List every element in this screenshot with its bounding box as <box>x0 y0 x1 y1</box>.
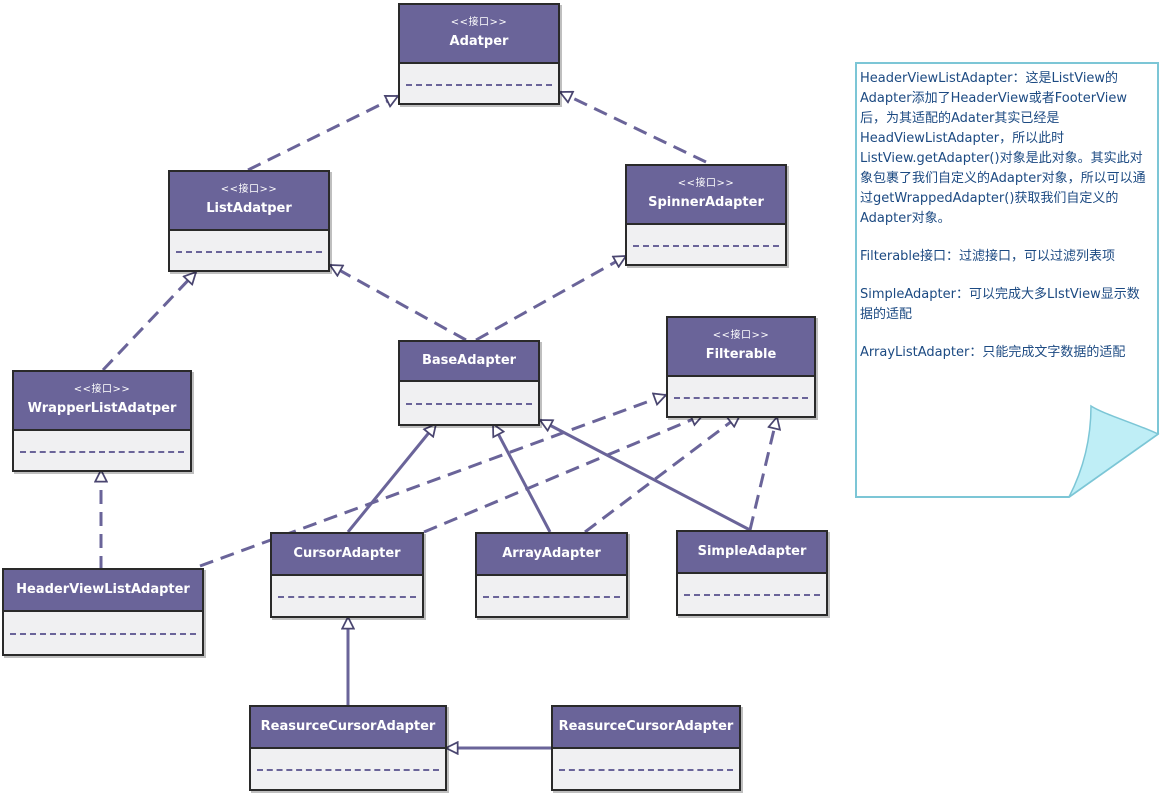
class-name: SimpleAdapter <box>697 544 807 559</box>
base-implements-listadapter <box>330 263 467 342</box>
class-name: ListAdatper <box>206 201 292 216</box>
cursor-extends-base <box>346 424 436 533</box>
class-header: ArrayAdapter <box>477 534 626 576</box>
class-header: HeaderViewListAdapter <box>4 570 202 612</box>
note-paragraph: SimpleAdapter：可以完成大多LIstView显示数据的适配 <box>860 287 1140 322</box>
spinner-implements-adapter <box>560 90 707 164</box>
class-array-adapter[interactable]: ArrayAdapter <box>475 532 628 618</box>
class-name: CursorAdapter <box>293 546 401 561</box>
class-name: Adatper <box>449 34 509 49</box>
note-paragraph: Filterable接口：过滤接口，可以过滤列表项 <box>860 249 1116 264</box>
class-header: <<接口>> ListAdatper <box>170 172 328 231</box>
header-implements-filterable <box>199 395 666 568</box>
class-body <box>251 749 445 789</box>
class-wrapper-list-adapter[interactable]: <<接口>> WrapperListAdatper <box>12 370 192 472</box>
class-header: ReasurceCursorAdapter <box>553 707 739 749</box>
wrapper-implements-listadapter <box>101 272 196 372</box>
class-name: ReasurceCursorAdapter <box>558 719 734 734</box>
class-cursor-adapter[interactable]: CursorAdapter <box>270 532 424 618</box>
note-shape <box>855 62 1160 498</box>
note-text: HeaderViewListAdapter：这是ListView的Adapter… <box>860 69 1152 381</box>
class-name: ReasurceCursorAdapter <box>260 719 436 734</box>
class-name: ArrayAdapter <box>502 546 601 561</box>
class-header: SimpleAdapter <box>678 532 826 574</box>
class-name: Filterable <box>705 347 777 362</box>
note-paragraph: ArrayListAdapter：只能完成文字数据的适配 <box>860 345 1126 360</box>
class-reasurce-cursor-adapter-2[interactable]: ReasurceCursorAdapter <box>551 705 741 791</box>
note-paragraph: HeaderViewListAdapter：这是ListView的Adapter… <box>860 71 1146 226</box>
simple-extends-base <box>540 418 751 532</box>
stereotype-label: <<接口>> <box>677 178 735 189</box>
class-body <box>627 225 785 264</box>
class-spinner-adapter[interactable]: <<接口>> SpinnerAdapter <box>625 164 787 266</box>
cursor-implements-filterable <box>423 415 703 534</box>
simple-implements-filterable <box>748 417 777 531</box>
class-body <box>400 64 558 103</box>
class-header: <<接口>> Filterable <box>668 318 814 377</box>
listadapter-implements-adapter <box>247 94 398 172</box>
class-body <box>678 574 826 614</box>
class-filterable[interactable]: <<接口>> Filterable <box>666 316 816 418</box>
class-name: WrapperListAdatper <box>27 401 177 416</box>
class-header: CursorAdapter <box>272 534 422 576</box>
class-body <box>272 576 422 616</box>
class-name: BaseAdapter <box>421 353 517 368</box>
class-body <box>4 612 202 654</box>
class-header: ReasurceCursorAdapter <box>251 707 445 749</box>
class-base-adapter[interactable]: BaseAdapter <box>398 340 540 426</box>
stereotype-label: <<接口>> <box>450 17 508 28</box>
class-header: <<接口>> SpinnerAdapter <box>627 166 785 225</box>
array-extends-base <box>491 424 552 533</box>
base-implements-spinner <box>475 254 626 342</box>
class-body <box>400 382 538 424</box>
class-body <box>477 576 626 616</box>
class-name: SpinnerAdapter <box>648 195 764 210</box>
class-simple-adapter[interactable]: SimpleAdapter <box>676 530 828 616</box>
class-adapter[interactable]: <<接口>> Adatper <box>398 3 560 105</box>
class-body <box>668 377 814 416</box>
stereotype-label: <<接口>> <box>73 384 131 395</box>
class-body <box>553 749 739 789</box>
class-body <box>14 431 190 470</box>
class-header: BaseAdapter <box>400 342 538 382</box>
class-reasurce-cursor-adapter-1[interactable]: ReasurceCursorAdapter <box>249 705 447 791</box>
stereotype-label: <<接口>> <box>712 330 770 341</box>
class-list-adapter[interactable]: <<接口>> ListAdatper <box>168 170 330 272</box>
class-body <box>170 231 328 270</box>
class-header: <<接口>> WrapperListAdatper <box>14 372 190 431</box>
class-name: HeaderViewListAdapter <box>16 582 190 597</box>
array-implements-filterable <box>584 413 740 534</box>
note-box: HeaderViewListAdapter：这是ListView的Adapter… <box>855 62 1160 498</box>
class-header: <<接口>> Adatper <box>400 5 558 64</box>
class-header-view-list-adapter[interactable]: HeaderViewListAdapter <box>2 568 204 656</box>
stereotype-label: <<接口>> <box>220 184 278 195</box>
note-fold-corner <box>1068 404 1160 498</box>
